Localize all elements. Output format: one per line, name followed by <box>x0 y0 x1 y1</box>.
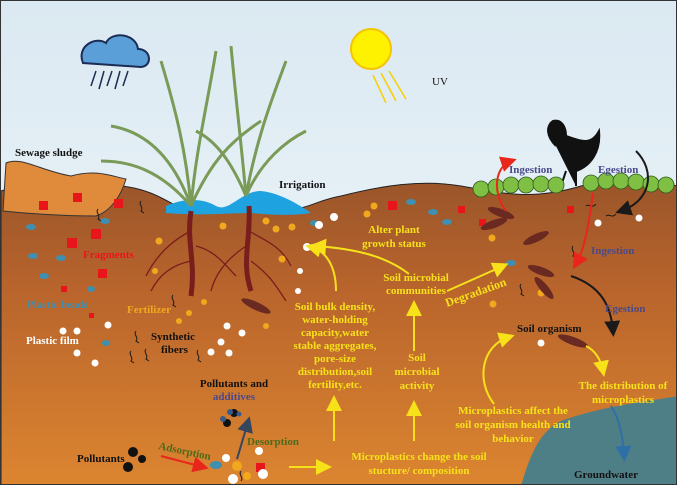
earthworms <box>241 206 589 348</box>
egestion-label-right: Egestion <box>605 303 645 315</box>
ingestion-label-top: Ingestion <box>509 164 552 176</box>
ingestion-label-right: Ingestion <box>591 245 634 257</box>
plastic-film-particles <box>59 213 643 484</box>
arrow-microbes-to-plant <box>310 238 410 275</box>
synthetic-fibers <box>96 200 617 482</box>
plastic-beads-label: Plastic beads <box>27 299 89 311</box>
ingestion-arrow-top <box>495 156 517 212</box>
ingestion-arrow-right <box>573 192 594 270</box>
arrow-to-distribution <box>585 345 609 377</box>
groundwater-label: Groundwater <box>574 469 638 481</box>
additive-particles <box>220 409 242 422</box>
sewage-sludge-label: Sewage sludge <box>15 147 83 159</box>
egestion-arrow-right <box>570 275 621 337</box>
rain-cloud-icon <box>80 34 150 90</box>
irrigation-water <box>166 191 311 215</box>
sun-icon <box>350 28 407 104</box>
fertilizer-label: Fertilizer <box>127 304 171 316</box>
irrigation-label: Irrigation <box>279 179 325 191</box>
soil-organism-label: Soil organism <box>517 323 581 335</box>
arrow-to-soil-organism <box>482 332 515 405</box>
adsorption-arrow <box>160 455 209 473</box>
plastic-fragments <box>39 193 574 472</box>
uv-label: UV <box>432 76 448 88</box>
plastic-beads <box>26 199 516 469</box>
sewage-sludge-pile <box>2 160 127 217</box>
desorption-label: Desorption <box>247 436 299 448</box>
roots <box>145 205 292 302</box>
egestion-arrow-top <box>615 150 649 216</box>
desorption-arrow <box>236 416 253 460</box>
grass-bushes <box>472 172 675 198</box>
plastic-film-label: Plastic film <box>26 335 79 347</box>
plant-icon <box>100 45 307 207</box>
groundwater <box>521 396 676 484</box>
pollutants-label: Pollutants <box>77 453 125 465</box>
egestion-label-top: Egestion <box>598 164 638 176</box>
degradation-arrow <box>446 262 509 292</box>
fragments-label: Fragments <box>83 249 134 261</box>
arrow-to-groundwater <box>610 405 632 462</box>
fertilizer-granules <box>152 202 545 480</box>
